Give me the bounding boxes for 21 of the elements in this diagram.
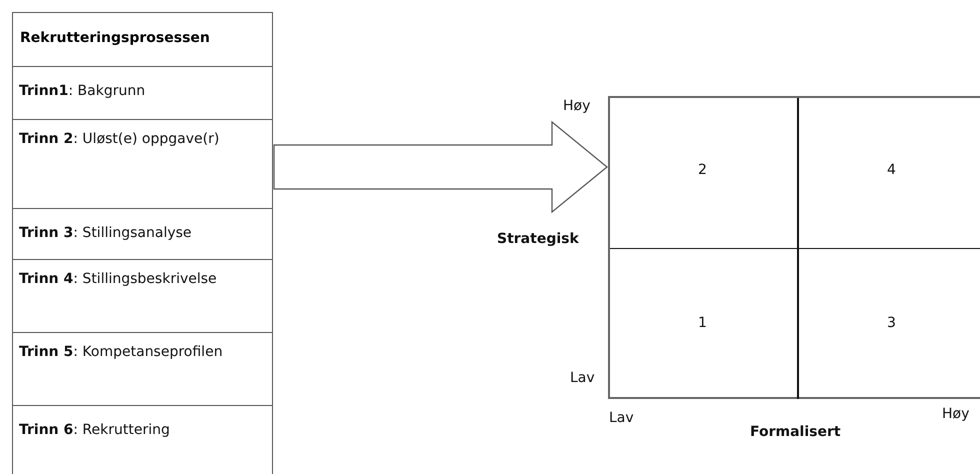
- step-text: Trinn 5: Kompetanseprofilen: [19, 343, 224, 362]
- step-text: Trinn 6: Rekruttering: [19, 421, 171, 440]
- axis-title: Formalisert: [750, 424, 841, 440]
- axis-tick-label: Høy: [942, 406, 970, 422]
- step-text: Trinn1: Bakgrunn: [19, 82, 146, 101]
- axis-tick-label: Lav: [609, 410, 634, 426]
- quadrant-number: 2: [698, 162, 707, 178]
- step-text: Trinn 3: Stillingsanalyse: [19, 224, 193, 243]
- step-text: Trinn 4: Stillingsbeskrivelse: [19, 270, 218, 289]
- matrix-frame: [608, 96, 980, 399]
- step-text: Trinn 2: Uløst(e) oppgave(r): [19, 130, 220, 149]
- quadrant-number: 3: [887, 315, 896, 331]
- axis-tick-label: Høy: [563, 98, 590, 114]
- quadrant-number: 1: [698, 315, 707, 331]
- quadrant-number: 4: [887, 162, 896, 178]
- quadrant: [797, 248, 980, 399]
- axis-title: Strategisk: [497, 231, 579, 247]
- process-table: [12, 12, 273, 474]
- table-heading: Rekrutteringsprosessen: [20, 30, 210, 46]
- block-arrow: [273, 120, 608, 214]
- axis-tick-label: Lav: [570, 370, 595, 386]
